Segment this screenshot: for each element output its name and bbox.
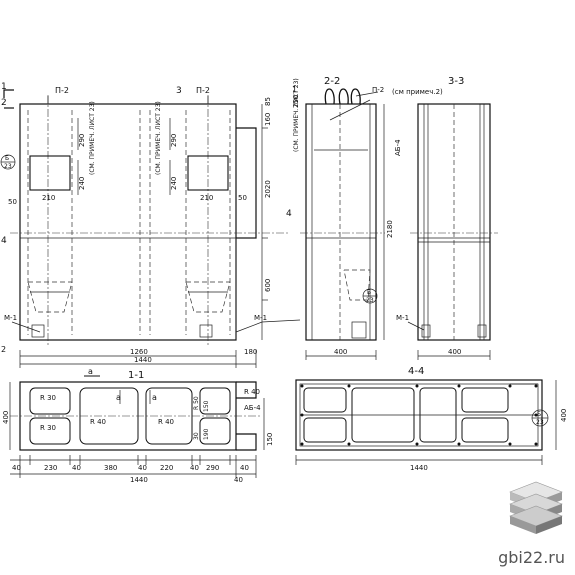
dim-600: 600 (264, 279, 272, 292)
dim-150-b: 150 (203, 400, 210, 412)
mark-p2-b: П-2 (196, 86, 210, 95)
dim-230: 230 (44, 464, 57, 472)
cut-label-a2: а (116, 393, 121, 402)
cut-label-a3: а (152, 393, 157, 402)
dim-400-a: 400 (334, 348, 347, 356)
radius-r40-a: R 40 (90, 418, 106, 426)
callout-b-1: Б (5, 155, 9, 162)
dim-40-e: 40 (240, 464, 249, 472)
mark-m1-c: М-1 (396, 314, 409, 322)
note-primech: (см примеч.2) (392, 88, 443, 96)
dim-1260: 1260 (130, 348, 148, 356)
cut-label-1: 1 (1, 82, 7, 92)
logo-icon (509, 481, 563, 534)
cut-label-a1: а (88, 367, 93, 376)
cut-label-4a: 4 (1, 236, 7, 246)
dim-1440-b: 1440 (130, 476, 148, 484)
callout-b-4-sheet: 23 (536, 419, 544, 426)
mark-ab4-b: АБ-4 (244, 404, 261, 412)
section-1-1: 1-1 а а а R 30 R 30 R 40 R 40 R 40 R 50 … (2, 367, 274, 484)
section-4-4: 4-4 Б 23 400 1440 (295, 366, 568, 472)
dim-380: 380 (104, 464, 117, 472)
dim-290-a: 290 (78, 134, 86, 147)
section-2-2: 2-2 П-2 (см примеч.2) 1 (СМ. ПРИМЕЧ. ЛИС… (286, 76, 443, 360)
dim-50-b: 50 (238, 194, 247, 202)
dim-2020: 2020 (264, 180, 272, 198)
site-watermark: gbi22.ru (498, 548, 565, 567)
cut-label-3: 3 (176, 86, 182, 96)
cut-label-2: 2 (1, 98, 7, 108)
radius-r30-b: R 30 (40, 424, 56, 432)
dim-190: 190 (203, 428, 210, 440)
dim-150: 150 (266, 433, 274, 446)
section-title-2-2: 2-2 (324, 76, 340, 87)
mark-m1-a: М-1 (4, 314, 17, 322)
mark-p2-a: П-2 (55, 86, 69, 95)
dim-290-b: 290 (170, 134, 178, 147)
dim-400-b: 400 (448, 348, 461, 356)
dim-290-c: 290 (206, 464, 219, 472)
step-outline (236, 127, 257, 239)
radius-r50: R 50 (193, 396, 200, 410)
section-3-3: 3-3 АБ-4 М-1 400 (394, 76, 498, 360)
callout-b-2: Б (367, 289, 371, 296)
mark-ab4-a: АБ-4 (394, 139, 402, 156)
dim-210-b: 210 (200, 194, 213, 202)
dim-2180: 2180 (386, 220, 394, 238)
opening-right (187, 155, 229, 191)
dim-400-c: 400 (2, 411, 10, 424)
note-list23-c: (СМ. ПРИМЕЧ. ЛИСТ 23) (293, 78, 300, 152)
callout-b-1-sheet: 23 (4, 163, 12, 170)
cut-label-4b: 4 (286, 209, 292, 219)
mark-m1-b: М-1 (254, 314, 267, 322)
dim-50-a: 50 (8, 198, 17, 206)
cut-label-1b: 1 (292, 85, 297, 94)
note-list23-b: (СМ. ПРИМЕЧ. ЛИСТ 23) (155, 101, 162, 175)
dim-240-a: 240 (78, 177, 86, 190)
dim-40-b: 40 (72, 464, 81, 472)
radius-r30-a: R 30 (40, 394, 56, 402)
opening-left (29, 155, 71, 191)
cut-label-2b: 2 (1, 345, 6, 354)
radius-r40-c: R 40 (244, 388, 260, 396)
dim-160: 160 (264, 113, 272, 126)
front-elevation: 1 2 П-2 3 П-2 Б 23 4 50 210 210 50 290 2… (0, 82, 301, 368)
dim-240-b: 240 (170, 177, 178, 190)
note-list23-a: (СМ. ПРИМЕЧ. ЛИСТ 23) (89, 101, 96, 175)
dim-250: 250 (292, 95, 300, 108)
dim-210-a: 210 (42, 194, 55, 202)
dim-30: 30 (193, 432, 200, 440)
dim-40-a: 40 (12, 464, 21, 472)
dim-1440-c: 1440 (410, 464, 428, 472)
block-outline (19, 103, 237, 341)
dim-400-d: 400 (560, 409, 568, 422)
dim-1440-a: 1440 (134, 356, 152, 364)
dim-40-c: 40 (138, 464, 147, 472)
callout-b-4: Б (537, 411, 541, 418)
dim-85: 85 (264, 97, 272, 106)
dim-40-d: 40 (190, 464, 199, 472)
section-title-3-3: 3-3 (448, 76, 464, 87)
section-title-1-1: 1-1 (128, 370, 144, 381)
dim-220: 220 (160, 464, 173, 472)
dim-40-f: 40 (234, 476, 243, 484)
radius-r40-b: R 40 (158, 418, 174, 426)
section-title-4-4: 4-4 (408, 366, 424, 377)
callout-b-2-sheet: 23 (366, 297, 374, 304)
mark-p2-c: П-2 (372, 86, 384, 94)
dim-180: 180 (244, 348, 257, 356)
